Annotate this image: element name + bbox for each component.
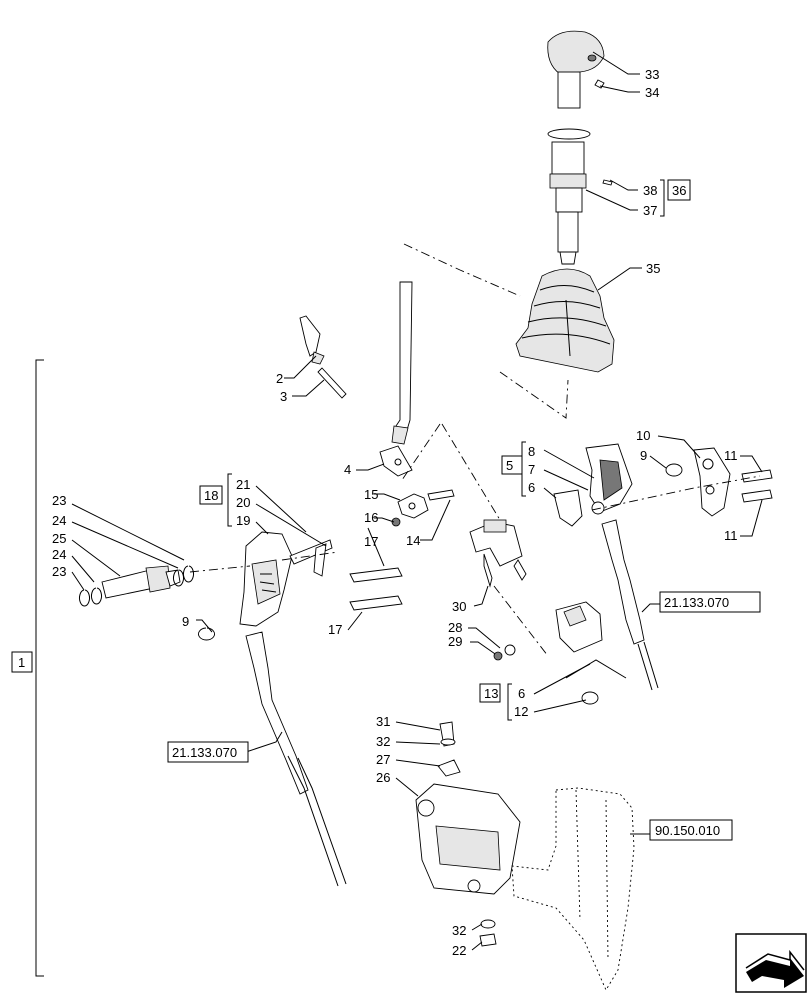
callout-26: 26 xyxy=(376,770,390,785)
reference-21-133-070-left[interactable]: 21.133.070 xyxy=(172,745,237,760)
callout-32-upper: 32 xyxy=(376,734,390,749)
bracket-10 xyxy=(665,447,731,517)
callout-7: 7 xyxy=(528,462,535,477)
callout-9-right: 9 xyxy=(640,448,647,463)
callout-19: 19 xyxy=(236,513,250,528)
guide-rods xyxy=(349,567,403,611)
callout-33: 33 xyxy=(645,67,659,82)
spring-clip xyxy=(299,315,347,399)
callout-32-lower: 32 xyxy=(452,923,466,938)
callout-13-boxed: 13 xyxy=(484,686,498,701)
callout-15: 15 xyxy=(364,487,378,502)
callout-24-lower: 24 xyxy=(52,547,66,562)
shift-cable-left xyxy=(245,631,347,887)
callout-28: 28 xyxy=(448,620,462,635)
shift-fork-30 xyxy=(469,519,527,588)
bolt-31 xyxy=(437,721,461,777)
rubber-boot xyxy=(515,268,615,373)
callout-18-boxed: 18 xyxy=(204,488,218,503)
callout-21: 21 xyxy=(236,477,250,492)
callout-9-left: 9 xyxy=(182,614,189,629)
control-housing-26 xyxy=(415,783,521,895)
detent-block-6 xyxy=(555,601,603,705)
callout-1-boxed: 1 xyxy=(18,655,25,670)
shift-column xyxy=(547,128,613,265)
dotted-cover xyxy=(511,787,635,991)
callout-16: 16 xyxy=(364,510,378,525)
callout-38: 38 xyxy=(643,183,657,198)
callout-14: 14 xyxy=(406,533,420,548)
gate-bracket-8 xyxy=(553,443,633,527)
callout-17-upper: 17 xyxy=(364,534,378,549)
callout-25: 25 xyxy=(52,531,66,546)
reference-90-150-010[interactable]: 90.150.010 xyxy=(655,823,720,838)
callout-36-boxed: 36 xyxy=(672,183,686,198)
callout-8: 8 xyxy=(528,444,535,459)
gear-knob xyxy=(547,30,605,109)
callout-11-upper: 11 xyxy=(724,448,738,463)
callout-6-lower: 6 xyxy=(518,686,525,701)
callout-3: 3 xyxy=(280,389,287,404)
callout-24-upper: 24 xyxy=(52,513,66,528)
callout-6-upper: 6 xyxy=(528,480,535,495)
selector-housing-19 xyxy=(239,531,333,627)
callout-10: 10 xyxy=(636,428,650,443)
callout-17-lower: 17 xyxy=(328,622,342,637)
callout-27: 27 xyxy=(376,752,390,767)
reference-21-133-070-right[interactable]: 21.133.070 xyxy=(664,595,729,610)
pivot-bracket xyxy=(391,489,455,527)
callout-2: 2 xyxy=(276,371,283,386)
bolts-11 xyxy=(741,469,773,503)
callout-12: 12 xyxy=(514,704,528,719)
callout-23-upper: 23 xyxy=(52,493,66,508)
callout-4: 4 xyxy=(344,462,351,477)
callout-23-lower: 23 xyxy=(52,564,66,579)
callout-31: 31 xyxy=(376,714,390,729)
next-page-arrow-icon[interactable] xyxy=(735,933,807,993)
callout-35: 35 xyxy=(646,261,660,276)
shift-lever-rod xyxy=(379,281,413,477)
callout-22: 22 xyxy=(452,943,466,958)
callout-11-lower: 11 xyxy=(724,528,738,543)
callout-20: 20 xyxy=(236,495,250,510)
callout-5-boxed: 5 xyxy=(506,458,513,473)
shift-cable-right xyxy=(601,519,659,691)
callout-34: 34 xyxy=(645,85,659,100)
callout-29: 29 xyxy=(448,634,462,649)
callout-37: 37 xyxy=(643,203,657,218)
callout-30: 30 xyxy=(452,599,466,614)
